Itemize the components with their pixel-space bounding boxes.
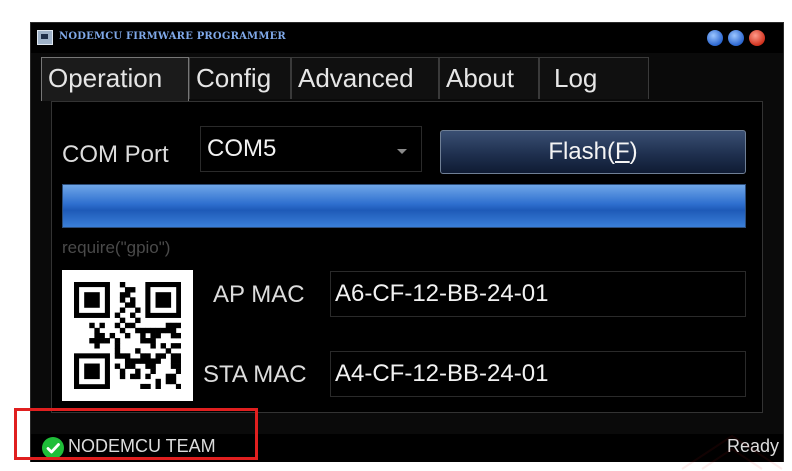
check-circle-icon — [42, 437, 64, 459]
ap-mac-field[interactable]: A6-CF-12-BB-24-01 — [330, 271, 746, 317]
team-label: NODEMCU TEAM — [68, 436, 216, 456]
window-title: NODEMCU FIRMWARE PROGRAMMER — [59, 31, 286, 42]
tab-log[interactable]: Log — [539, 57, 649, 99]
maximize-button[interactable] — [728, 30, 744, 46]
tab-config[interactable]: Config — [189, 57, 291, 99]
status-line: require("gpio") — [62, 238, 171, 257]
sta-mac-label: STA MAC — [203, 361, 307, 388]
highlight-box — [14, 408, 258, 460]
status-ready: Ready — [726, 436, 779, 456]
close-button[interactable] — [749, 30, 765, 46]
com-port-select[interactable]: COM5 — [200, 126, 422, 172]
tab-operation[interactable]: Operation — [41, 57, 189, 101]
ap-mac-label: AP MAC — [213, 281, 305, 308]
tab-about[interactable]: About — [439, 57, 539, 99]
sta-mac-field[interactable]: A4-CF-12-BB-24-01 — [330, 351, 746, 397]
chevron-down-icon[interactable] — [397, 149, 407, 154]
qr-code-image — [62, 270, 193, 401]
com-port-label: COM Port — [62, 141, 169, 168]
tab-advanced[interactable]: Advanced — [291, 57, 439, 99]
minimize-button[interactable] — [707, 30, 723, 46]
watermark-logo — [681, 434, 783, 470]
com-port-value: COM5 — [207, 135, 277, 162]
app-icon — [37, 30, 53, 45]
flash-progress-bar — [62, 184, 746, 228]
title-bar[interactable]: NODEMCU FIRMWARE PROGRAMMER — [31, 23, 783, 53]
progress-fill — [63, 185, 745, 227]
flash-button[interactable]: Flash(F) — [440, 130, 746, 174]
